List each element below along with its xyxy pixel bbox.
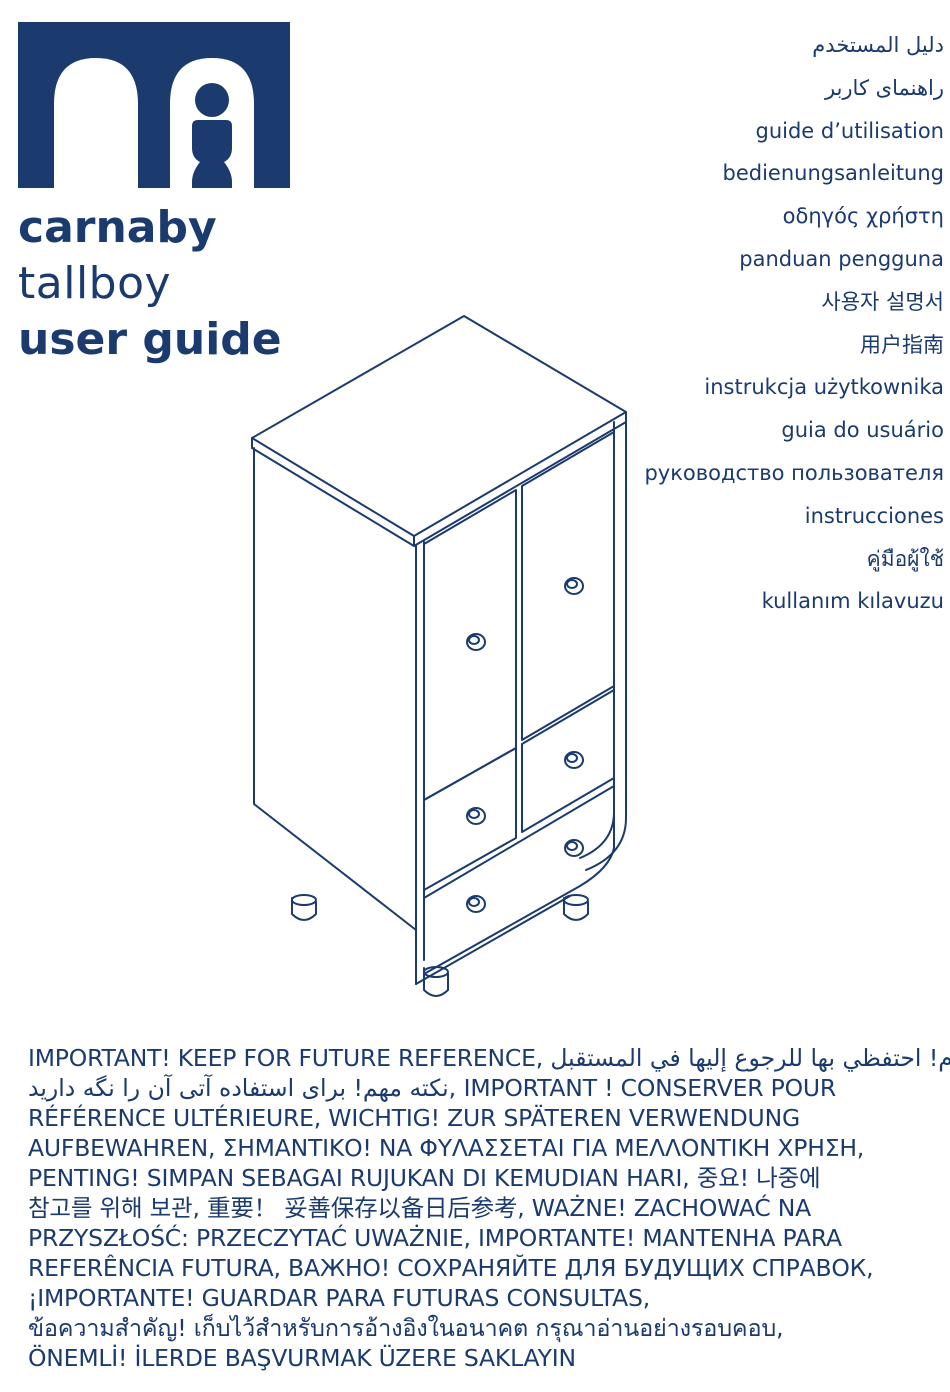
language-item: οδηγός χρήστη: [782, 204, 944, 229]
notice-line: IMPORTANT! KEEP FOR FUTURE REFERENCE, ها…: [28, 1044, 950, 1072]
product-type: tallboy: [18, 258, 172, 309]
notice-line: PENTING! SIMPAN SEBAGAI RUJUKAN DI KEMUD…: [28, 1164, 821, 1192]
language-item: guide d’utilisation: [755, 118, 945, 143]
language-item: guia do usuário: [781, 418, 944, 443]
notice-line: ÖNEMLİ! İLERDE BAŞVURMAK ÜZERE SAKLAYIN: [28, 1344, 576, 1372]
language-item: panduan pengguna: [739, 246, 944, 271]
notice-line: نکته مهم! برای استفاده آتی آن را نگه دار…: [28, 1074, 837, 1102]
language-item: instrucciones: [804, 503, 944, 528]
notice-line: AUFBEWAHREN, ΣΗΜΑΝΤΙΚΟ! ΝΑ ΦΥΛΑΣΣΕΤΑΙ ΓΙ…: [28, 1134, 865, 1162]
language-item: คู่มือผู้ใช้: [866, 546, 944, 571]
language-item: دليل المستخدم: [812, 33, 944, 57]
notice-line: PRZYSZŁOŚĆ: PRZECZYTAĆ UWAŻNIE, IMPORTAN…: [28, 1224, 842, 1252]
important-notice: IMPORTANT! KEEP FOR FUTURE REFERENCE, ها…: [28, 1043, 950, 1373]
product-title: carnaby tallboy user guide: [18, 206, 282, 374]
language-item: راهنمای کاربر: [824, 75, 944, 100]
language-list: دليل المستخدم راهنمای کاربر guide d’util…: [524, 24, 944, 623]
notice-line: ¡IMPORTANTE! GUARDAR PARA FUTURAS CONSUL…: [28, 1284, 650, 1312]
language-item: руководство пользователя: [644, 460, 944, 485]
notice-line: 참고를 위해 보관, 重要！ 妥善保存以备日后参考, WAŻNE! ZACHOW…: [28, 1194, 812, 1222]
notice-line: ข้อความสำคัญ! เก็บไว้สำหรับการอ้างอิงในอ…: [28, 1314, 784, 1342]
product-name: carnaby: [18, 202, 217, 253]
mothercare-logo-icon: [18, 22, 290, 188]
document-type: user guide: [18, 314, 282, 365]
language-item: instrukcja użytkownika: [704, 375, 944, 400]
language-item: 사용자 설명서: [821, 289, 944, 314]
notice-line: RÉFÉRENCE ULTÉRIEURE, WICHTIG! ZUR SPÄTE…: [28, 1104, 800, 1132]
notice-line: REFERÊNCIA FUTURA, ВАЖНО! СОХРАНЯЙТЕ ДЛЯ…: [28, 1254, 874, 1282]
language-item: 用户指南: [860, 332, 944, 357]
language-item: kullanım kılavuzu: [761, 589, 944, 614]
tallboy-illustration-icon: [251, 315, 627, 997]
language-item: bedienungsanleitung: [722, 161, 944, 186]
